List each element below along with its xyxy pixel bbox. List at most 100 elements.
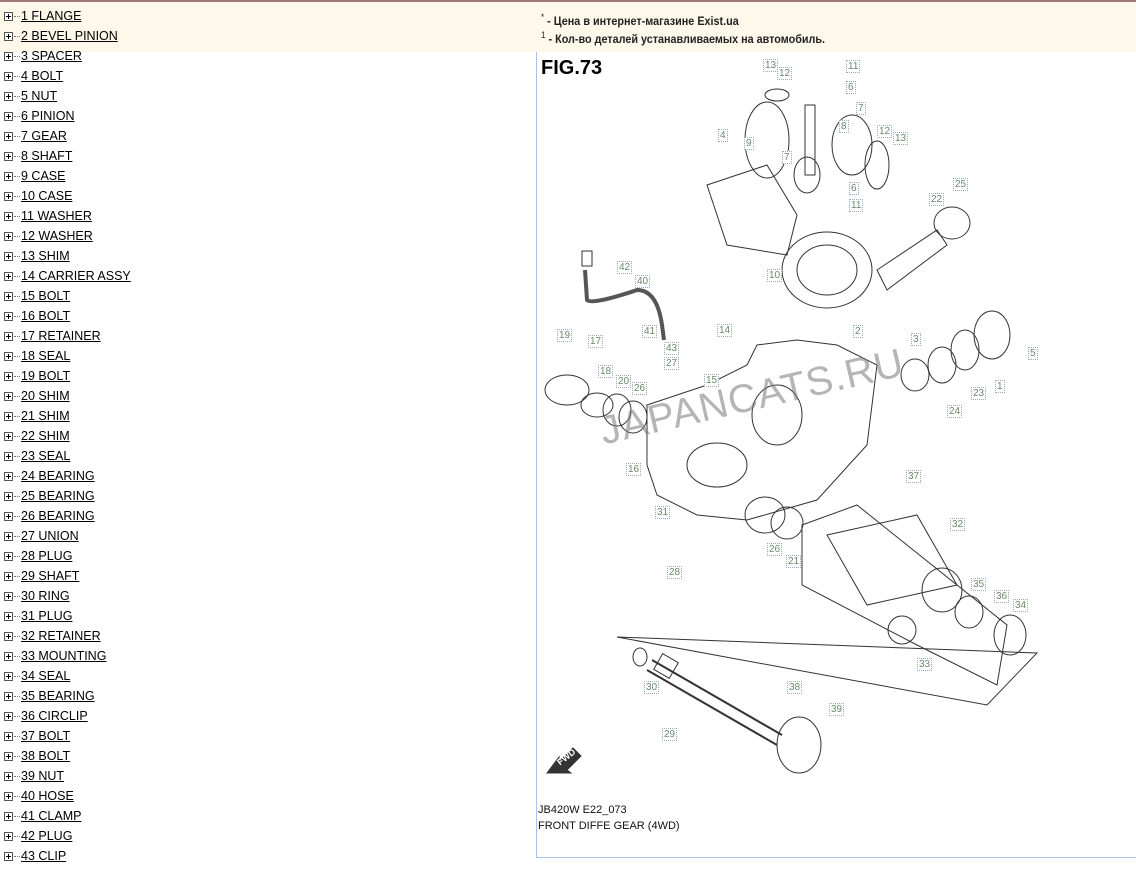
parts-tree-item[interactable]: 9 CASE xyxy=(4,166,131,186)
part-callout[interactable]: 26 xyxy=(632,382,648,395)
part-callout[interactable]: 10 xyxy=(767,269,783,282)
part-link[interactable]: 18 SEAL xyxy=(21,349,71,363)
part-callout[interactable]: 21 xyxy=(786,555,802,568)
part-link[interactable]: 17 RETAINER xyxy=(21,329,101,343)
expand-plus-icon[interactable] xyxy=(4,471,13,481)
part-link[interactable]: 40 HOSE xyxy=(21,789,74,803)
expand-plus-icon[interactable] xyxy=(4,91,13,101)
expand-plus-icon[interactable] xyxy=(4,531,13,541)
part-link[interactable]: 42 PLUG xyxy=(21,829,73,843)
parts-tree-item[interactable]: 20 SHIM xyxy=(4,386,131,406)
part-link[interactable]: 29 SHAFT xyxy=(21,569,80,583)
part-link[interactable]: 2 BEVEL PINION xyxy=(21,29,118,43)
part-callout[interactable]: 13 xyxy=(763,59,779,72)
part-link[interactable]: 34 SEAL xyxy=(21,669,71,683)
expand-plus-icon[interactable] xyxy=(4,551,13,561)
part-callout[interactable]: 26 xyxy=(767,543,783,556)
expand-plus-icon[interactable] xyxy=(4,111,13,121)
part-link[interactable]: 33 MOUNTING xyxy=(21,649,107,663)
parts-tree-item[interactable]: 30 RING xyxy=(4,586,131,606)
part-callout[interactable]: 11 xyxy=(846,60,861,73)
part-callout[interactable]: 8 xyxy=(839,120,849,133)
parts-tree-item[interactable]: 21 SHIM xyxy=(4,406,131,426)
part-callout[interactable]: 43 xyxy=(664,342,680,355)
expand-plus-icon[interactable] xyxy=(4,651,13,661)
parts-tree-item[interactable]: 15 BOLT xyxy=(4,286,131,306)
parts-tree-item[interactable]: 26 BEARING xyxy=(4,506,131,526)
expand-plus-icon[interactable] xyxy=(4,711,13,721)
part-callout[interactable]: 35 xyxy=(971,578,987,591)
part-callout[interactable]: 14 xyxy=(717,324,733,337)
part-link[interactable]: 15 BOLT xyxy=(21,289,71,303)
parts-tree-item[interactable]: 31 PLUG xyxy=(4,606,131,626)
part-link[interactable]: 25 BEARING xyxy=(21,489,95,503)
part-link[interactable]: 30 RING xyxy=(21,589,70,603)
expand-plus-icon[interactable] xyxy=(4,391,13,401)
parts-tree-item[interactable]: 11 WASHER xyxy=(4,206,131,226)
parts-tree-item[interactable]: 36 CIRCLIP xyxy=(4,706,131,726)
part-callout[interactable]: 36 xyxy=(994,590,1010,603)
expand-plus-icon[interactable] xyxy=(4,211,13,221)
expand-plus-icon[interactable] xyxy=(4,571,13,581)
part-link[interactable]: 7 GEAR xyxy=(21,129,67,143)
expand-plus-icon[interactable] xyxy=(4,831,13,841)
part-link[interactable]: 21 SHIM xyxy=(21,409,70,423)
part-link[interactable]: 28 PLUG xyxy=(21,549,73,563)
expand-plus-icon[interactable] xyxy=(4,311,13,321)
parts-tree-item[interactable]: 16 BOLT xyxy=(4,306,131,326)
parts-tree-item[interactable]: 32 RETAINER xyxy=(4,626,131,646)
parts-tree-item[interactable]: 41 CLAMP xyxy=(4,806,131,826)
parts-tree-item[interactable]: 12 WASHER xyxy=(4,226,131,246)
part-callout[interactable]: 40 xyxy=(635,275,651,288)
part-callout[interactable]: 6 xyxy=(846,81,856,94)
part-callout[interactable]: 39 xyxy=(829,703,845,716)
part-callout[interactable]: 34 xyxy=(1013,599,1029,612)
part-link[interactable]: 6 PINION xyxy=(21,109,75,123)
expand-plus-icon[interactable] xyxy=(4,511,13,521)
part-callout[interactable]: 41 xyxy=(642,325,658,338)
part-link[interactable]: 11 WASHER xyxy=(21,209,92,223)
part-link[interactable]: 31 PLUG xyxy=(21,609,73,623)
expand-plus-icon[interactable] xyxy=(4,191,13,201)
part-link[interactable]: 23 SEAL xyxy=(21,449,71,463)
part-callout[interactable]: 1 xyxy=(995,380,1005,393)
expand-plus-icon[interactable] xyxy=(4,71,13,81)
part-link[interactable]: 8 SHAFT xyxy=(21,149,73,163)
part-callout[interactable]: 17 xyxy=(588,335,604,348)
expand-plus-icon[interactable] xyxy=(4,171,13,181)
part-link[interactable]: 39 NUT xyxy=(21,769,65,783)
part-callout[interactable]: 37 xyxy=(906,470,922,483)
part-link[interactable]: 13 SHIM xyxy=(21,249,70,263)
expand-plus-icon[interactable] xyxy=(4,491,13,501)
part-link[interactable]: 37 BOLT xyxy=(21,729,71,743)
part-link[interactable]: 24 BEARING xyxy=(21,469,95,483)
parts-tree-item[interactable]: 5 NUT xyxy=(4,86,131,106)
part-callout[interactable]: 27 xyxy=(664,357,680,370)
expand-plus-icon[interactable] xyxy=(4,151,13,161)
part-link[interactable]: 20 SHIM xyxy=(21,389,70,403)
part-callout[interactable]: 5 xyxy=(1028,347,1038,360)
part-link[interactable]: 16 BOLT xyxy=(21,309,71,323)
parts-tree-item[interactable]: 28 PLUG xyxy=(4,546,131,566)
parts-tree-item[interactable]: 3 SPACER xyxy=(4,46,131,66)
part-callout[interactable]: 2 xyxy=(853,325,863,338)
parts-tree-item[interactable]: 33 MOUNTING xyxy=(4,646,131,666)
expand-plus-icon[interactable] xyxy=(4,411,13,421)
part-callout[interactable]: 7 xyxy=(782,151,792,164)
part-link[interactable]: 1 FLANGE xyxy=(21,9,82,23)
part-link[interactable]: 41 CLAMP xyxy=(21,809,82,823)
expand-plus-icon[interactable] xyxy=(4,11,13,21)
part-callout[interactable]: 19 xyxy=(557,329,573,342)
part-callout[interactable]: 31 xyxy=(655,506,671,519)
parts-tree-item[interactable]: 37 BOLT xyxy=(4,726,131,746)
parts-tree-item[interactable]: 34 SEAL xyxy=(4,666,131,686)
part-callout[interactable]: 24 xyxy=(947,405,963,418)
parts-tree-item[interactable]: 25 BEARING xyxy=(4,486,131,506)
part-link[interactable]: 5 NUT xyxy=(21,89,58,103)
part-link[interactable]: 19 BOLT xyxy=(21,369,71,383)
part-callout[interactable]: 4 xyxy=(718,129,728,142)
part-link[interactable]: 4 BOLT xyxy=(21,69,64,83)
parts-tree-item[interactable]: 42 PLUG xyxy=(4,826,131,846)
parts-tree-item[interactable]: 39 NUT xyxy=(4,766,131,786)
expand-plus-icon[interactable] xyxy=(4,851,13,861)
